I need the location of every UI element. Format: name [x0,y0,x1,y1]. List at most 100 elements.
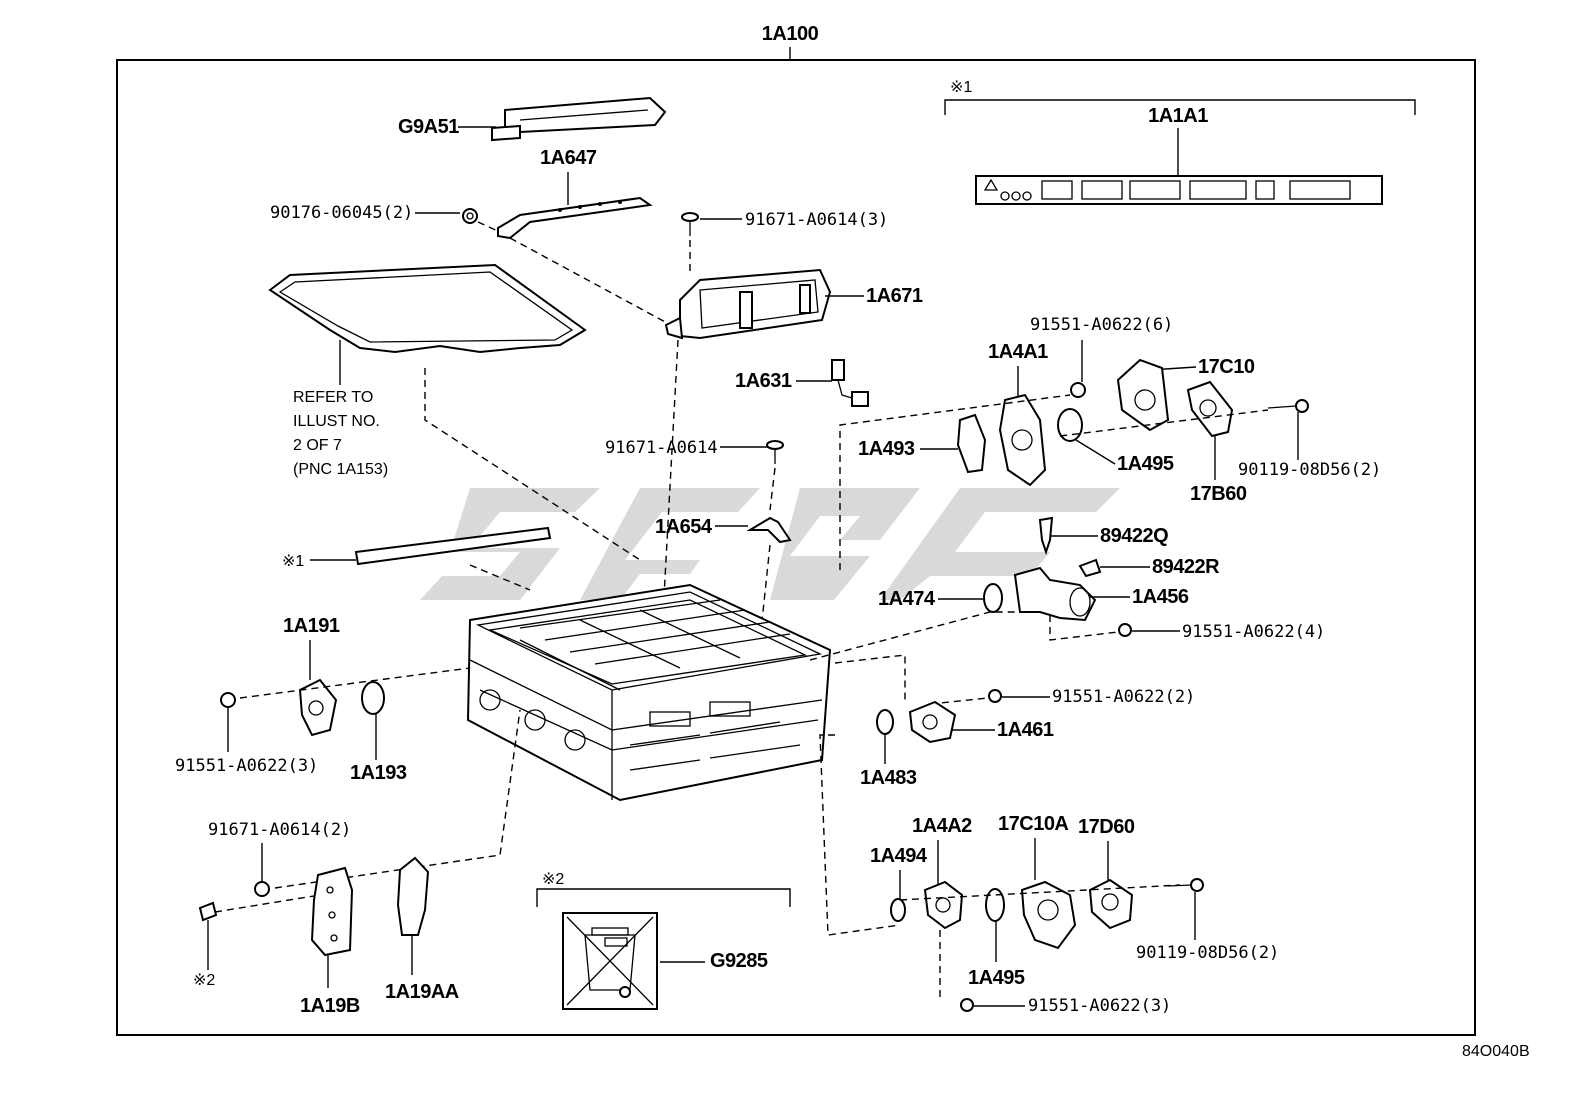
label-1a647: 1A647 [540,147,597,169]
dash-left-group [239,667,471,699]
label-1a191: 1A191 [283,615,340,637]
1a461-housing-icon [908,700,957,744]
1a474-ring-icon [983,583,1003,613]
refer-line-4: (PNC 1A153) [293,461,388,478]
label-1a631: 1A631 [735,370,792,392]
bolt-91551-3-bottom-icon [960,998,974,1012]
1a495-top-ring-icon [1057,408,1083,442]
1a647-bracket-icon [497,196,653,240]
label-1a1a1: 1A1A1 [1148,105,1208,127]
label-1a4a2: 1A4A2 [912,815,972,837]
label-17c10: 17C10 [1198,356,1255,378]
dash-90176 [477,221,501,233]
label-1a483: 1A483 [860,767,917,789]
1a191-cover-icon [298,678,338,737]
1a193-ring-icon [361,681,385,715]
1a494-ring-icon [890,898,906,922]
label-89422r: 89422R [1152,556,1220,578]
label-g9285: G9285 [710,950,768,972]
dash-91551-4 [1049,615,1119,641]
dash-middle-group [809,611,1020,661]
label-89422q: 89422Q [1100,525,1168,547]
dash-91671-2 [214,894,321,913]
bolt-90119-top-icon [1267,399,1309,413]
label-1a456: 1A456 [1132,586,1189,608]
insulator-strip-icon [354,526,552,566]
bolt-90119-bottom-icon [1167,878,1204,892]
inverter-case-icon [466,583,832,802]
refer-line-3: 2 OF 7 [293,437,342,454]
bolt-91551-3-left-icon [220,692,236,708]
bolt-91671-2-icon [254,881,270,897]
dash-91671-1 [769,467,776,511]
1a483-ring-icon [876,709,894,735]
1a456-pipe-icon [1013,566,1097,622]
1a671-bracket-icon [664,268,832,340]
recycle-bin-label-icon [562,912,658,1010]
dash-1a654 [759,544,771,641]
label-91551-6: 91551-A0622(6) [1030,315,1173,335]
dash-lower-right [819,734,901,936]
1a4a1-cover-icon [998,393,1047,487]
dash-1a647-1a671 [509,237,681,331]
bolt-91671-1-icon [766,440,784,464]
label-91671-2: 91671-A0614(2) [208,820,351,840]
1a4a2-cover-icon [923,880,964,930]
label-90119-bottom: 90119-08D56(2) [1136,943,1279,963]
bolt-91551-2-icon [988,689,1002,703]
label-1a495-top: 1A495 [1117,453,1174,475]
bolt-91551-6-icon [1070,382,1086,398]
note2-bottom: ※2 [542,871,564,888]
17d60-elbow-icon [1088,878,1134,930]
label-1a671: 1A671 [866,285,923,307]
assembly-label: 1A100 [762,23,819,45]
1a19b-plate-icon [310,866,354,957]
refer-line-2: ILLUST NO. [293,413,380,430]
dash-gasket [424,368,641,561]
bolt-90176-icon [462,208,478,224]
17b60-elbow-icon [1186,380,1234,438]
bracket-note2 [536,888,791,907]
label-17d60: 17D60 [1078,816,1135,838]
label-91671-3: 91671-A0614(3) [745,210,888,230]
bolt-91551-4-icon [1118,623,1132,637]
label-91671-1: 91671-A0614 [605,438,718,458]
dash-upper-axis [1059,409,1269,437]
1a493-gasket-icon [956,413,987,474]
89422r-clip-icon [1078,558,1102,578]
figure-code: 84O040B [1462,1043,1530,1060]
refer-note: REFER TO ILLUST NO. 2 OF 7 (PNC 1A153) [293,389,388,478]
label-1a493: 1A493 [858,438,915,460]
label-1a4a1: 1A4A1 [988,341,1048,363]
dash-1a461 [834,654,906,700]
label-1a495-bottom: 1A495 [968,967,1025,989]
label-1a474: 1A474 [878,588,936,610]
label-1a193: 1A193 [350,762,407,784]
dash-strip [469,564,531,591]
1a495-bottom-ring-icon [985,888,1005,922]
1a19aa-gasket-icon [396,856,430,936]
label-91551-4: 91551-A0622(4) [1182,622,1325,642]
label-g9a51: G9A51 [398,116,459,138]
89422q-sensor-icon [1038,516,1054,556]
17c10a-pump-icon [1020,880,1077,950]
dash-lower-left [274,709,521,889]
note1-left: ※1 [282,553,304,570]
label-1a19aa: 1A19AA [385,981,459,1003]
label-17b60: 17B60 [1190,483,1247,505]
bracket-note1 [944,99,1416,115]
bolt-91671-3-icon [681,212,699,236]
refer-line-1: REFER TO [293,389,373,406]
label-91551-3-left: 91551-A0622(3) [175,756,318,776]
note1-top: ※1 [950,79,972,96]
label-1a19b: 1A19B [300,995,360,1017]
17c10-pump-icon [1116,358,1170,432]
label-90176: 90176-06045(2) [270,203,413,223]
label-91551-2: 91551-A0622(2) [1052,687,1195,707]
label-90119-top: 90119-08D56(2) [1238,460,1381,480]
label-17c10a: 17C10A [998,813,1068,835]
dash-91551-2 [929,697,989,705]
g9a51-duct-icon [491,96,667,142]
watermark [420,488,1120,600]
